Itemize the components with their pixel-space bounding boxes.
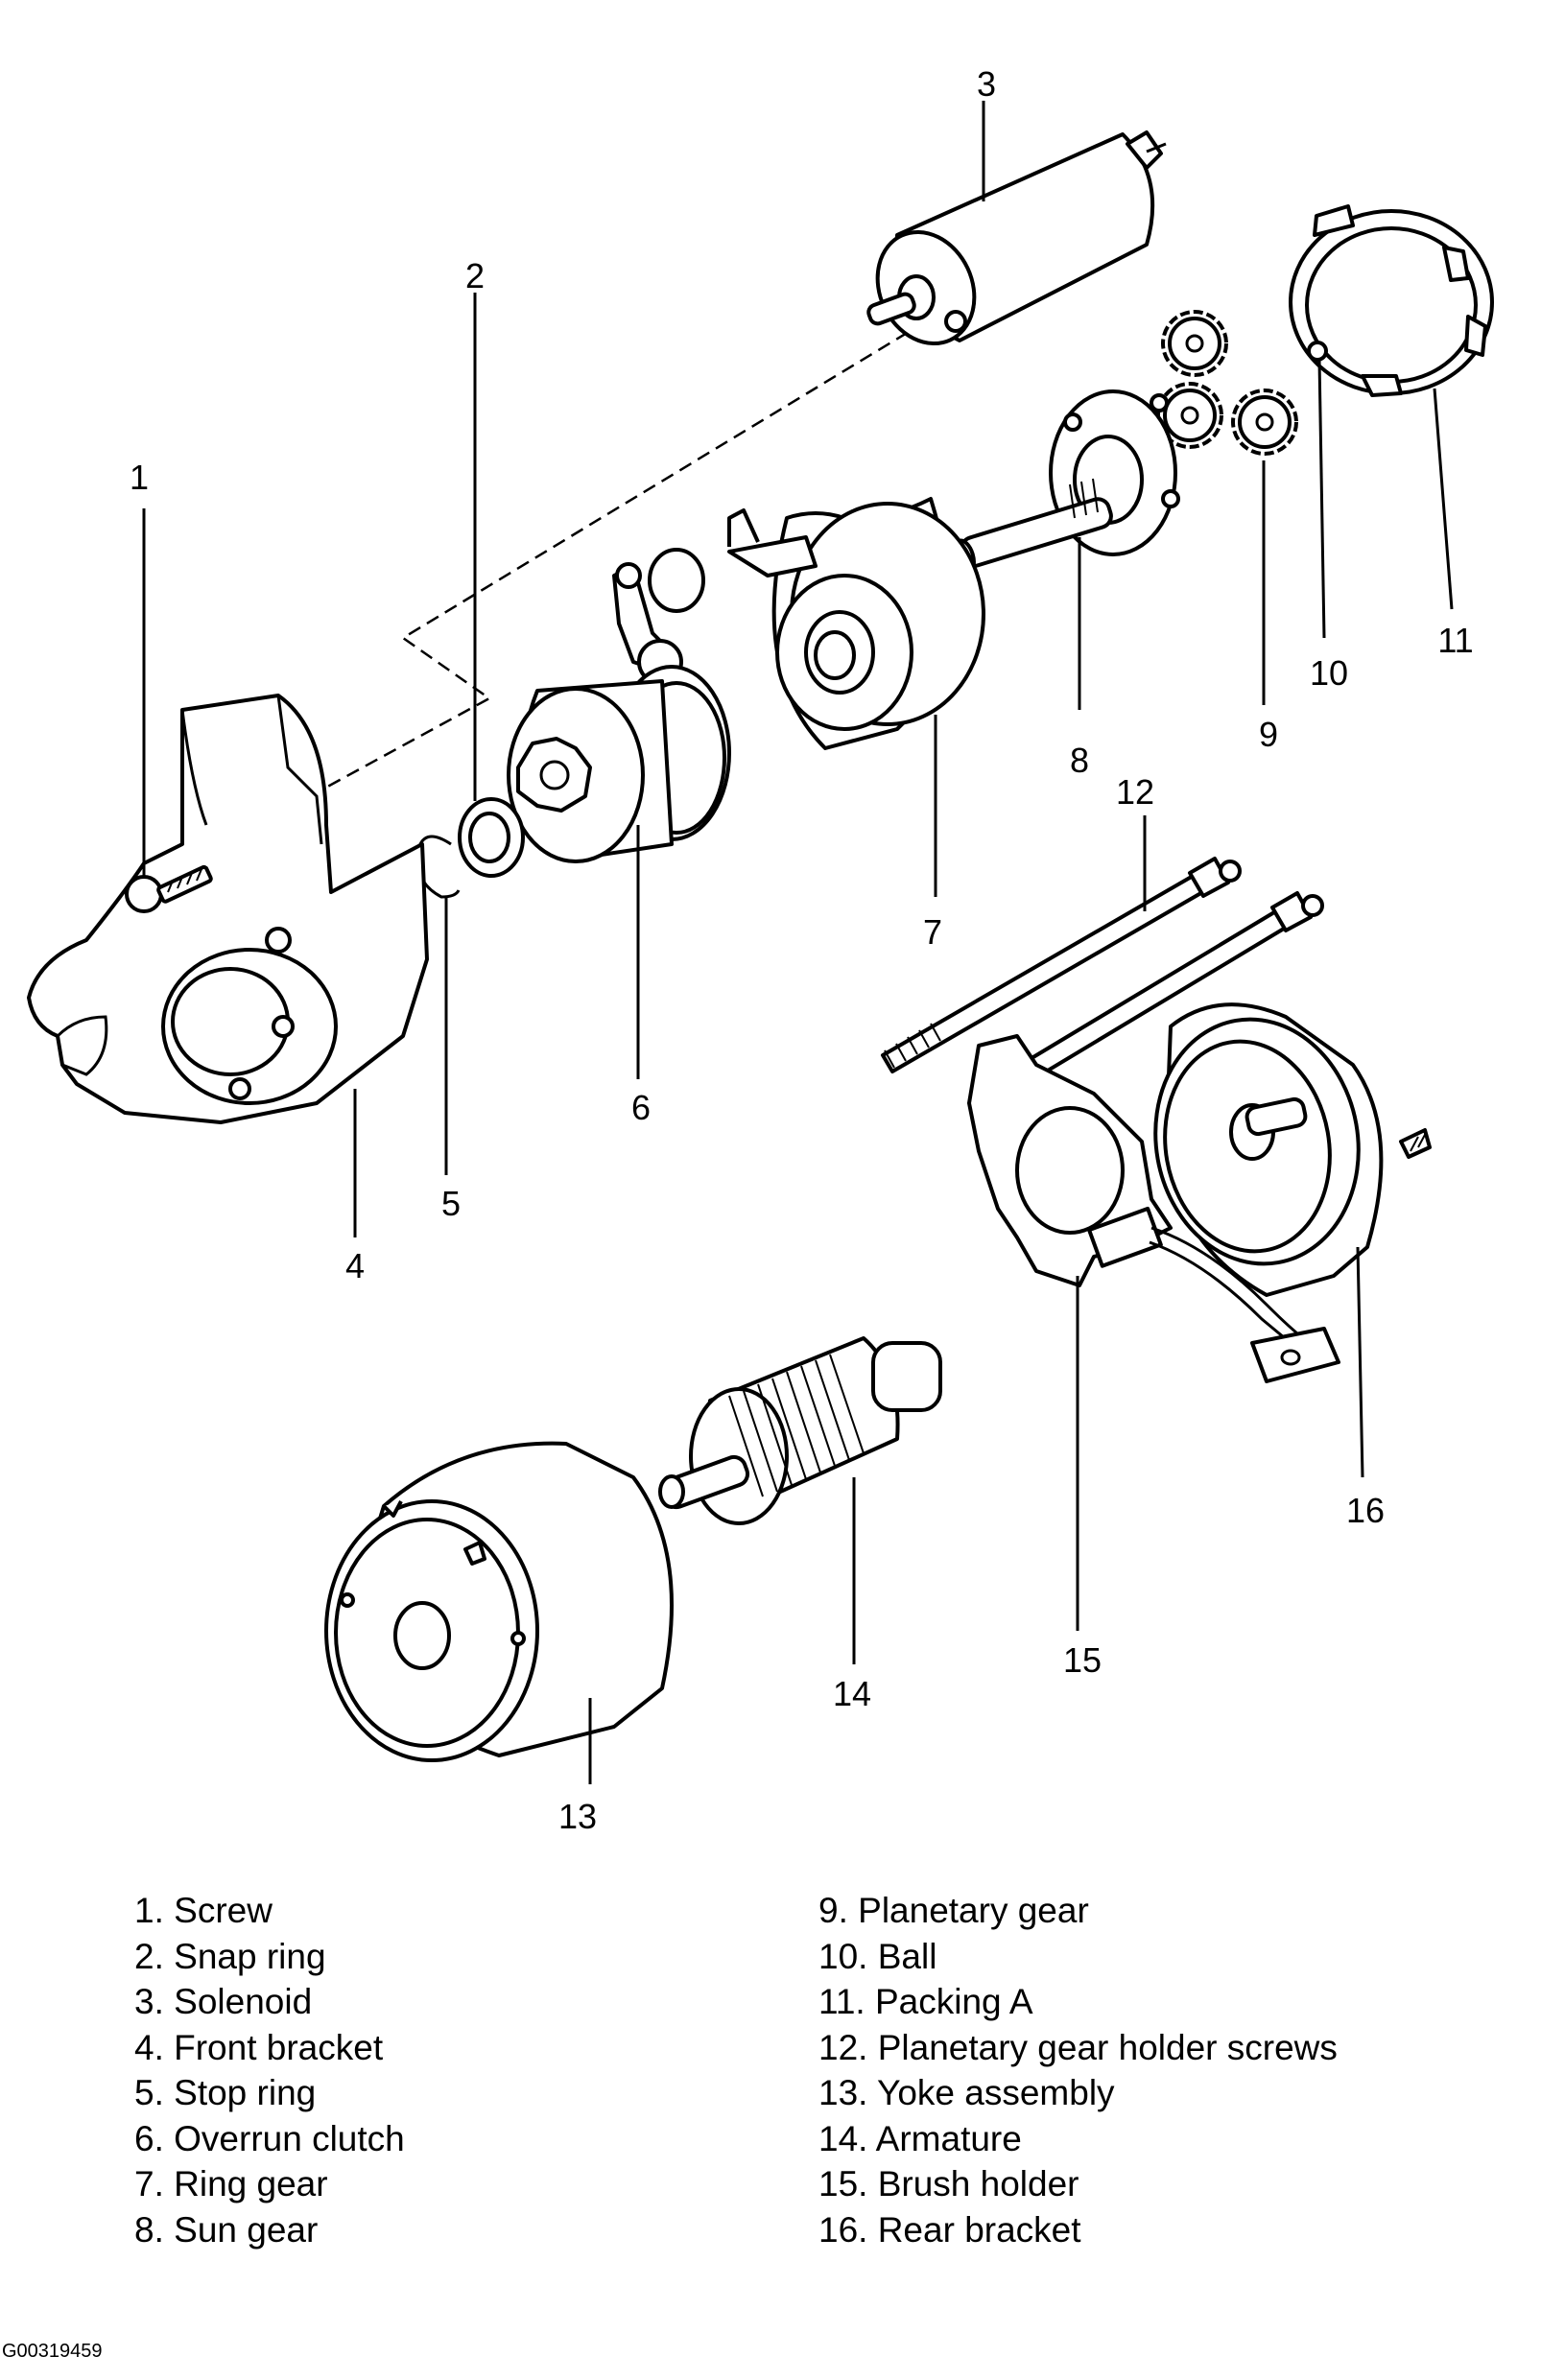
planetary-gears-drawing (1156, 310, 1298, 456)
legend-item: 14. Armature (818, 2118, 1022, 2158)
snap-ring-drawing (458, 797, 525, 878)
callout-10: 10 (1310, 653, 1348, 693)
callout-15: 15 (1063, 1640, 1102, 1680)
legend-item: 3. Solenoid (134, 1982, 313, 2021)
legend-item: 7. Ring gear (134, 2164, 328, 2203)
legend-right: 9. Planetary gear 10. Ball 11. Packing A… (818, 1888, 1338, 2252)
callout-3: 3 (977, 64, 996, 104)
starter-motor-exploded-diagram: 1 2 3 4 5 6 7 8 9 10 11 12 13 14 15 16 (27, 64, 1494, 1836)
legend-item: 8. Sun gear (134, 2209, 319, 2250)
callout-9: 9 (1259, 715, 1278, 754)
holder-screws-drawing (881, 857, 1324, 1107)
sun-gear-drawing (953, 389, 1180, 575)
callout-7: 7 (923, 912, 942, 952)
callout-labels: 1 2 3 4 5 6 7 8 9 10 11 12 13 14 15 16 (130, 64, 1474, 1836)
ball-drawing (1307, 341, 1328, 362)
legend-item: 1. Screw (134, 1891, 273, 1930)
front-bracket-drawing (27, 694, 429, 1124)
callout-4: 4 (345, 1246, 365, 1285)
callout-12: 12 (1116, 772, 1154, 812)
callout-11: 11 (1437, 621, 1473, 660)
legend-item: 12. Planetary gear holder screws (818, 2027, 1338, 2067)
ring-gear-drawing (648, 497, 985, 750)
legend-item: 11. Packing A (818, 1982, 1033, 2021)
callout-6: 6 (631, 1088, 651, 1127)
legend-item: 6. Overrun clutch (134, 2118, 405, 2158)
brush-holder-drawing (967, 1034, 1340, 1383)
alignment-line (277, 319, 927, 815)
yoke-assembly-drawing (324, 1441, 674, 1762)
legend-item: 13. Yoke assembly (818, 2073, 1115, 2112)
legend-left: 1. Screw 2. Snap ring 3. Solenoid 4. Fro… (134, 1888, 405, 2252)
legend-item: 9. Planetary gear (818, 1891, 1089, 1930)
callout-1: 1 (130, 458, 149, 497)
callout-5: 5 (441, 1184, 461, 1223)
packing-a-drawing (1289, 204, 1494, 397)
legend-item: 2. Snap ring (134, 1936, 326, 1976)
callout-2: 2 (465, 256, 485, 295)
figure-code: G00319459 (2, 2341, 103, 2362)
legend-item: 4. Front bracket (134, 2027, 384, 2067)
legend-item: 5. Stop ring (134, 2073, 317, 2112)
armature-drawing (658, 1336, 942, 1525)
callout-8: 8 (1070, 741, 1089, 780)
leader-lines (142, 101, 1454, 1784)
legend-item: 16. Rear bracket (818, 2209, 1081, 2250)
callout-14: 14 (833, 1674, 871, 1713)
legend-item: 15. Brush holder (818, 2164, 1079, 2203)
solenoid-drawing (866, 130, 1167, 346)
callout-16: 16 (1346, 1491, 1385, 1530)
callout-13: 13 (558, 1797, 597, 1836)
rear-bracket-drawing (1153, 1002, 1432, 1297)
overrun-clutch-drawing (507, 562, 731, 863)
legend-item: 10. Ball (818, 1936, 937, 1976)
